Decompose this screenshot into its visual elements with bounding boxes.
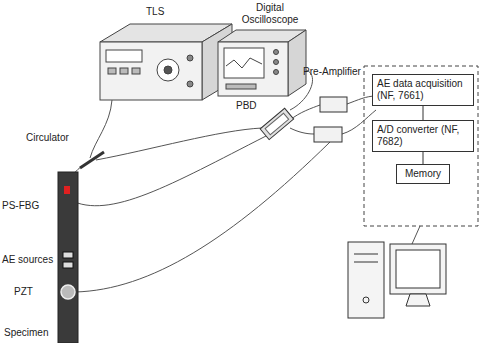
preamp-box (320, 97, 347, 112)
part-label: Specimen (4, 327, 58, 339)
tls-instrument (100, 24, 232, 100)
computer (348, 242, 446, 318)
signal-connector (423, 152, 424, 164)
box-text: Memory (401, 168, 445, 180)
part-label: Circulator (26, 132, 96, 144)
part-label: Digital Oscilloscope (230, 2, 310, 25)
part-label: Pre-Amplifier (300, 66, 364, 78)
pbd-detector (260, 108, 294, 139)
part-label: PS-FBG (2, 200, 56, 212)
part-label: PZT (14, 286, 54, 298)
box-text: A/D converter (NF, 7682) (377, 124, 469, 148)
preamp-box (314, 127, 342, 142)
part-label: PBD (236, 100, 276, 112)
process-box: Memory (396, 164, 450, 184)
process-box: A/D converter (NF, 7682) (372, 120, 474, 152)
process-box: AE data acquisition (NF, 7661) (372, 74, 474, 106)
circulator-symbol (80, 152, 104, 168)
part-label: AE sources (2, 254, 58, 266)
signal-connector (423, 106, 424, 120)
specimen (58, 172, 78, 343)
part-label: TLS (146, 6, 186, 18)
pc-enclosure (364, 66, 478, 226)
oscilloscope (218, 30, 306, 96)
box-text: AE data acquisition (NF, 7661) (377, 78, 469, 102)
